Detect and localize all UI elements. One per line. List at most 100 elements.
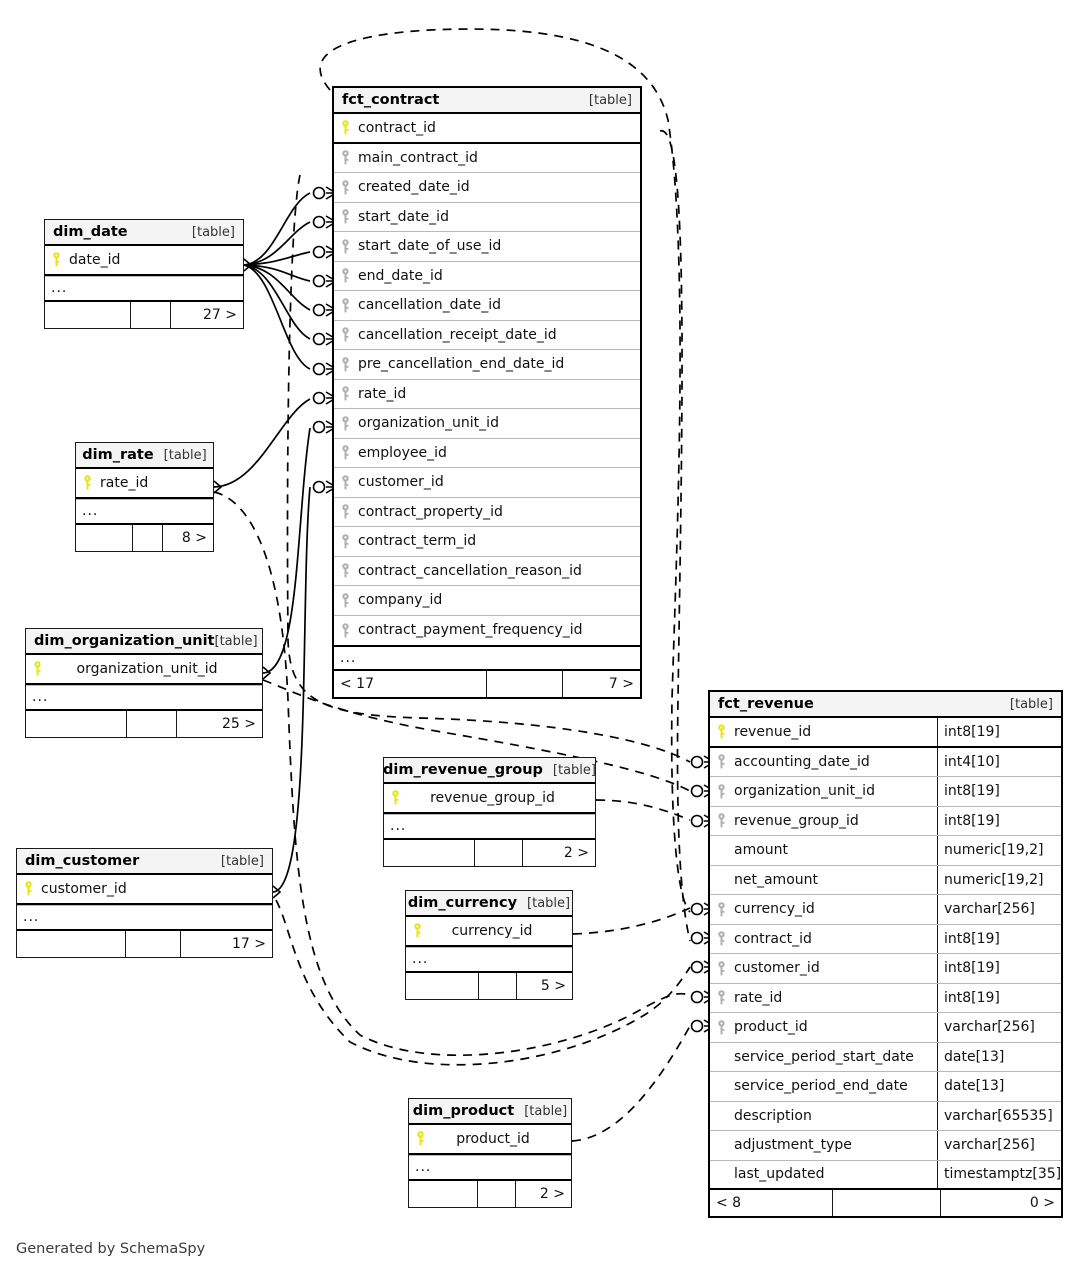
column-name: contract_id <box>358 119 436 136</box>
table-row[interactable]: adjustment_type varchar[256] <box>710 1131 1061 1161</box>
footer-incoming-count <box>76 525 132 551</box>
footer-outgoing-count: 7 > <box>562 671 640 697</box>
column-name: contract_property_id <box>358 503 503 520</box>
table-row[interactable]: contract_payment_frequency_id <box>334 616 640 646</box>
table-row[interactable]: contract_id <box>334 114 640 144</box>
table-row[interactable]: currency_id <box>406 917 572 947</box>
column-name: accounting_date_id <box>734 753 870 770</box>
table-row[interactable]: service_period_end_date date[13] <box>710 1072 1061 1102</box>
table-header-dim-revenue-group: dim_revenue_group [table] <box>383 758 596 784</box>
table-footer-dim-organization-unit: 25 > <box>26 710 262 737</box>
column-name: service_period_end_date <box>734 1078 908 1095</box>
table-row[interactable]: service_period_start_date date[13] <box>710 1042 1061 1072</box>
table-row[interactable]: description varchar[65535] <box>710 1101 1061 1131</box>
table-row[interactable]: cancellation_receipt_date_id <box>334 321 640 350</box>
column-name: pre_cancellation_end_date_id <box>358 356 565 373</box>
table-type-tag: [table] <box>552 762 596 778</box>
table-title: dim_revenue_group <box>383 762 543 778</box>
table-row[interactable]: organization_unit_id <box>26 655 262 685</box>
primary-key-icon <box>26 661 48 676</box>
foreign-key-icon <box>334 474 356 490</box>
footer-incoming-count <box>26 711 126 737</box>
table-row[interactable]: start_date_id <box>334 203 640 232</box>
table-row[interactable]: product_id <box>409 1125 571 1155</box>
column-name: created_date_id <box>358 179 470 196</box>
column-type: varchar[256] <box>937 1131 1061 1160</box>
column-type: int4[10] <box>937 747 1061 776</box>
table-row[interactable]: contract_cancellation_reason_id <box>334 557 640 586</box>
column-name: currency_id <box>451 922 533 939</box>
footer-middle <box>132 524 162 551</box>
foreign-key-icon <box>710 813 732 828</box>
table-dim-currency[interactable]: dim_currency [table] currency_id ... 5 > <box>405 890 573 1000</box>
table-row[interactable]: company_id <box>334 586 640 616</box>
table-row[interactable]: main_contract_id <box>334 144 640 173</box>
table-row[interactable]: product_id varchar[256] <box>710 1013 1061 1043</box>
table-row[interactable]: rate_id <box>76 469 213 499</box>
table-row[interactable]: pre_cancellation_end_date_id <box>334 350 640 380</box>
table-row[interactable]: date_id <box>45 246 243 276</box>
table-row[interactable]: net_amount numeric[19,2] <box>710 865 1061 895</box>
table-row[interactable]: organization_unit_id int8[19] <box>710 777 1061 807</box>
table-fct-revenue[interactable]: fct_revenue [table] revenue_id int8[19] … <box>708 690 1063 1218</box>
table-row[interactable]: contract_id int8[19] <box>710 924 1061 954</box>
table-row[interactable]: contract_term_id <box>334 527 640 557</box>
column-name: contract_id <box>734 930 812 947</box>
table-row[interactable]: created_date_id <box>334 173 640 203</box>
table-row[interactable]: customer_id <box>334 468 640 498</box>
column-name: end_date_id <box>358 267 443 284</box>
table-header-dim-currency: dim_currency [table] <box>406 891 572 917</box>
table-dim-date[interactable]: dim_date [table] date_id ... 27 > <box>44 219 244 329</box>
footer-incoming-count <box>406 973 478 999</box>
table-row[interactable]: revenue_id int8[19] <box>710 718 1061 748</box>
table-row[interactable]: rate_id <box>334 380 640 409</box>
column-type: int8[19] <box>937 777 1061 806</box>
edge-dim-revenue-group-to-fct-revenue <box>595 799 691 821</box>
table-row[interactable]: contract_property_id <box>334 498 640 527</box>
table-footer-fct-revenue: < 8 0 > <box>710 1190 1061 1216</box>
table-footer-fct-contract: < 17 7 > <box>334 671 640 697</box>
table-row[interactable]: customer_id <box>17 875 272 905</box>
table-row[interactable]: end_date_id <box>334 262 640 291</box>
table-row[interactable]: organization_unit_id <box>334 409 640 439</box>
more-columns-indicator: ... <box>406 946 572 973</box>
table-row[interactable]: rate_id int8[19] <box>710 983 1061 1013</box>
table-dim-rate[interactable]: dim_rate [table] rate_id ... 8 > <box>75 442 214 552</box>
table-dim-customer[interactable]: dim_customer [table] customer_id ... 17 … <box>16 848 273 958</box>
column-name: contract_term_id <box>358 533 477 550</box>
foreign-key-icon <box>334 622 356 638</box>
table-row[interactable]: accounting_date_id int4[10] <box>710 747 1061 777</box>
table-row[interactable]: amount numeric[19,2] <box>710 836 1061 866</box>
table-row[interactable]: cancellation_date_id <box>334 291 640 321</box>
column-type: int8[19] <box>937 806 1061 835</box>
foreign-key-icon <box>710 960 732 976</box>
column-name: organization_unit_id <box>358 415 499 432</box>
column-name: product_id <box>734 1019 808 1036</box>
footer-incoming-count <box>45 302 130 328</box>
column-type: varchar[256] <box>937 895 1061 924</box>
table-fct-contract[interactable]: fct_contract [table] contract_id main_co… <box>332 86 642 699</box>
table-dim-revenue-group[interactable]: dim_revenue_group [table] revenue_group_… <box>383 757 596 867</box>
table-row[interactable]: employee_id <box>334 439 640 468</box>
table-row[interactable]: revenue_group_id <box>384 784 595 814</box>
table-row[interactable]: start_date_of_use_id <box>334 232 640 262</box>
table-type-tag: [table] <box>527 895 571 911</box>
table-row[interactable]: currency_id varchar[256] <box>710 895 1061 925</box>
column-name: service_period_start_date <box>734 1048 914 1065</box>
column-type: date[13] <box>937 1042 1061 1071</box>
table-row[interactable]: customer_id int8[19] <box>710 954 1061 984</box>
column-type: varchar[65535] <box>937 1101 1061 1130</box>
column-list-fct-contract: contract_id main_contract_id created_dat… <box>334 114 640 645</box>
column-name: customer_id <box>358 474 444 491</box>
edge-dim-org-unit-to-fct-contract <box>262 427 311 674</box>
table-row[interactable]: revenue_group_id int8[19] <box>710 806 1061 836</box>
column-name: rate_id <box>734 989 783 1006</box>
table-title: dim_date <box>53 224 128 240</box>
footer-incoming-count: < 17 <box>340 676 374 692</box>
table-dim-product[interactable]: dim_product [table] product_id ... 2 > <box>408 1098 572 1208</box>
foreign-key-icon <box>334 386 356 401</box>
table-header-dim-rate: dim_rate [table] <box>76 443 213 469</box>
footer-incoming-count <box>384 840 474 866</box>
table-dim-organization-unit[interactable]: dim_organization_unit [table] organizati… <box>25 628 263 738</box>
table-row[interactable]: last_updated timestamptz[35] <box>710 1160 1061 1190</box>
